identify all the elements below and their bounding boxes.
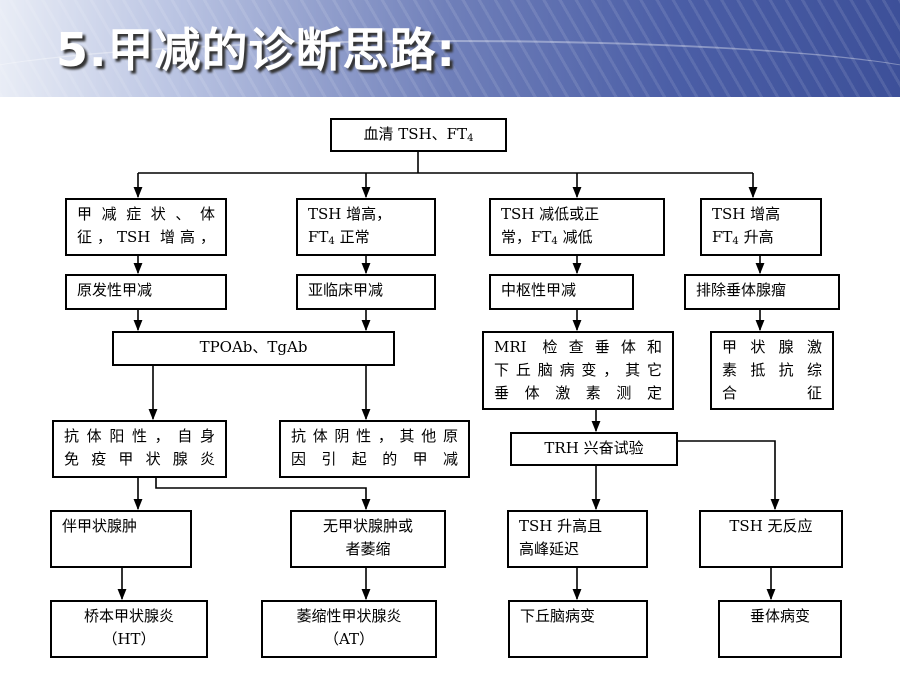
node-serum-tsh-ft4: 血清 TSH、FT4 <box>330 118 507 152</box>
node-exclude-pituitary-tumor: 排除垂体腺瘤 <box>684 274 840 310</box>
node-central-hypothyroidism: 中枢性甲减 <box>489 274 634 310</box>
node-symptoms: 甲减症状、体 征，TSH 增高， <box>65 198 227 256</box>
node-tsh-high-ft4-high: TSH 增高 FT4 升高 <box>700 198 822 256</box>
node-tsh-high-ft4-high-ft: FT <box>712 228 733 246</box>
node-with-goiter: 伴甲状腺肿 <box>50 510 192 568</box>
node-tsh-low-or-normal: TSH 减低或正 常，FT4 减低 <box>489 198 665 256</box>
node-tsh-high-ft4-normal-post: 正常 <box>334 228 370 246</box>
node-tsh-high-ft4-high-post: 升高 <box>738 228 774 246</box>
node-pituitary-disease: 垂体病变 <box>718 600 842 658</box>
banner-wave <box>0 40 900 97</box>
node-tsh-high-ft4-normal-sub: 4 <box>328 236 335 247</box>
node-tsh-low-post: 减低 <box>557 228 593 246</box>
node-antibody-negative: 抗体阴性，其他原 因引起的甲减 <box>279 420 470 478</box>
title-banner: 5.甲减的诊断思路: <box>0 0 900 97</box>
node-hashimoto-thyroiditis: 桥本甲状腺炎 （HT） <box>50 600 208 658</box>
node-tsh-no-response: TSH 无反应 <box>699 510 843 568</box>
arrow-to-tsh-no-response <box>678 440 780 511</box>
node-serum-text: 血清 TSH、FT <box>363 125 468 143</box>
node-hypothalamic-disease: 下丘脑病变 <box>508 600 648 658</box>
node-antibodies: TPOAb、TgAb <box>112 331 395 366</box>
node-tsh-high-ft4-high-line1: TSH 增高 <box>712 205 781 223</box>
node-tsh-high-ft4-normal-line1: TSH 增高， <box>308 205 392 223</box>
node-primary-hypothyroidism: 原发性甲减 <box>65 274 227 310</box>
node-tsh-low-ft: 常，FT <box>501 228 552 246</box>
node-tsh-high-ft4-high-sub: 4 <box>732 236 739 247</box>
node-tsh-high-ft4-normal-ft: FT <box>308 228 329 246</box>
node-subclinical-hypothyroidism: 亚临床甲减 <box>296 274 436 310</box>
node-tsh-high-ft4-normal: TSH 增高， FT4 正常 <box>296 198 436 256</box>
node-mri: MRI 检查垂体和 下丘脑病变，其它 垂体激素测定 <box>482 331 674 410</box>
node-trh-stimulation-test: TRH 兴奋试验 <box>510 432 678 466</box>
node-tsh-low-sub: 4 <box>551 236 558 247</box>
node-tsh-rise-delayed-peak: TSH 升高且 高峰延迟 <box>507 510 648 568</box>
node-atrophic-thyroiditis: 萎缩性甲状腺炎 （AT） <box>261 600 437 658</box>
node-tsh-low-line1: TSH 减低或正 <box>501 205 600 223</box>
arrow-to-without-goiter <box>155 478 371 511</box>
node-thyroid-hormone-resistance: 甲状腺激 素抵抗综 合征 <box>710 331 834 410</box>
node-antibody-positive: 抗体阳性，自身 免疫甲状腺炎 <box>52 420 227 478</box>
slide-title: 5.甲减的诊断思路: <box>56 23 456 77</box>
node-without-goiter: 无甲状腺肿或 者萎缩 <box>290 510 446 568</box>
node-serum-subscript: 4 <box>467 133 474 144</box>
